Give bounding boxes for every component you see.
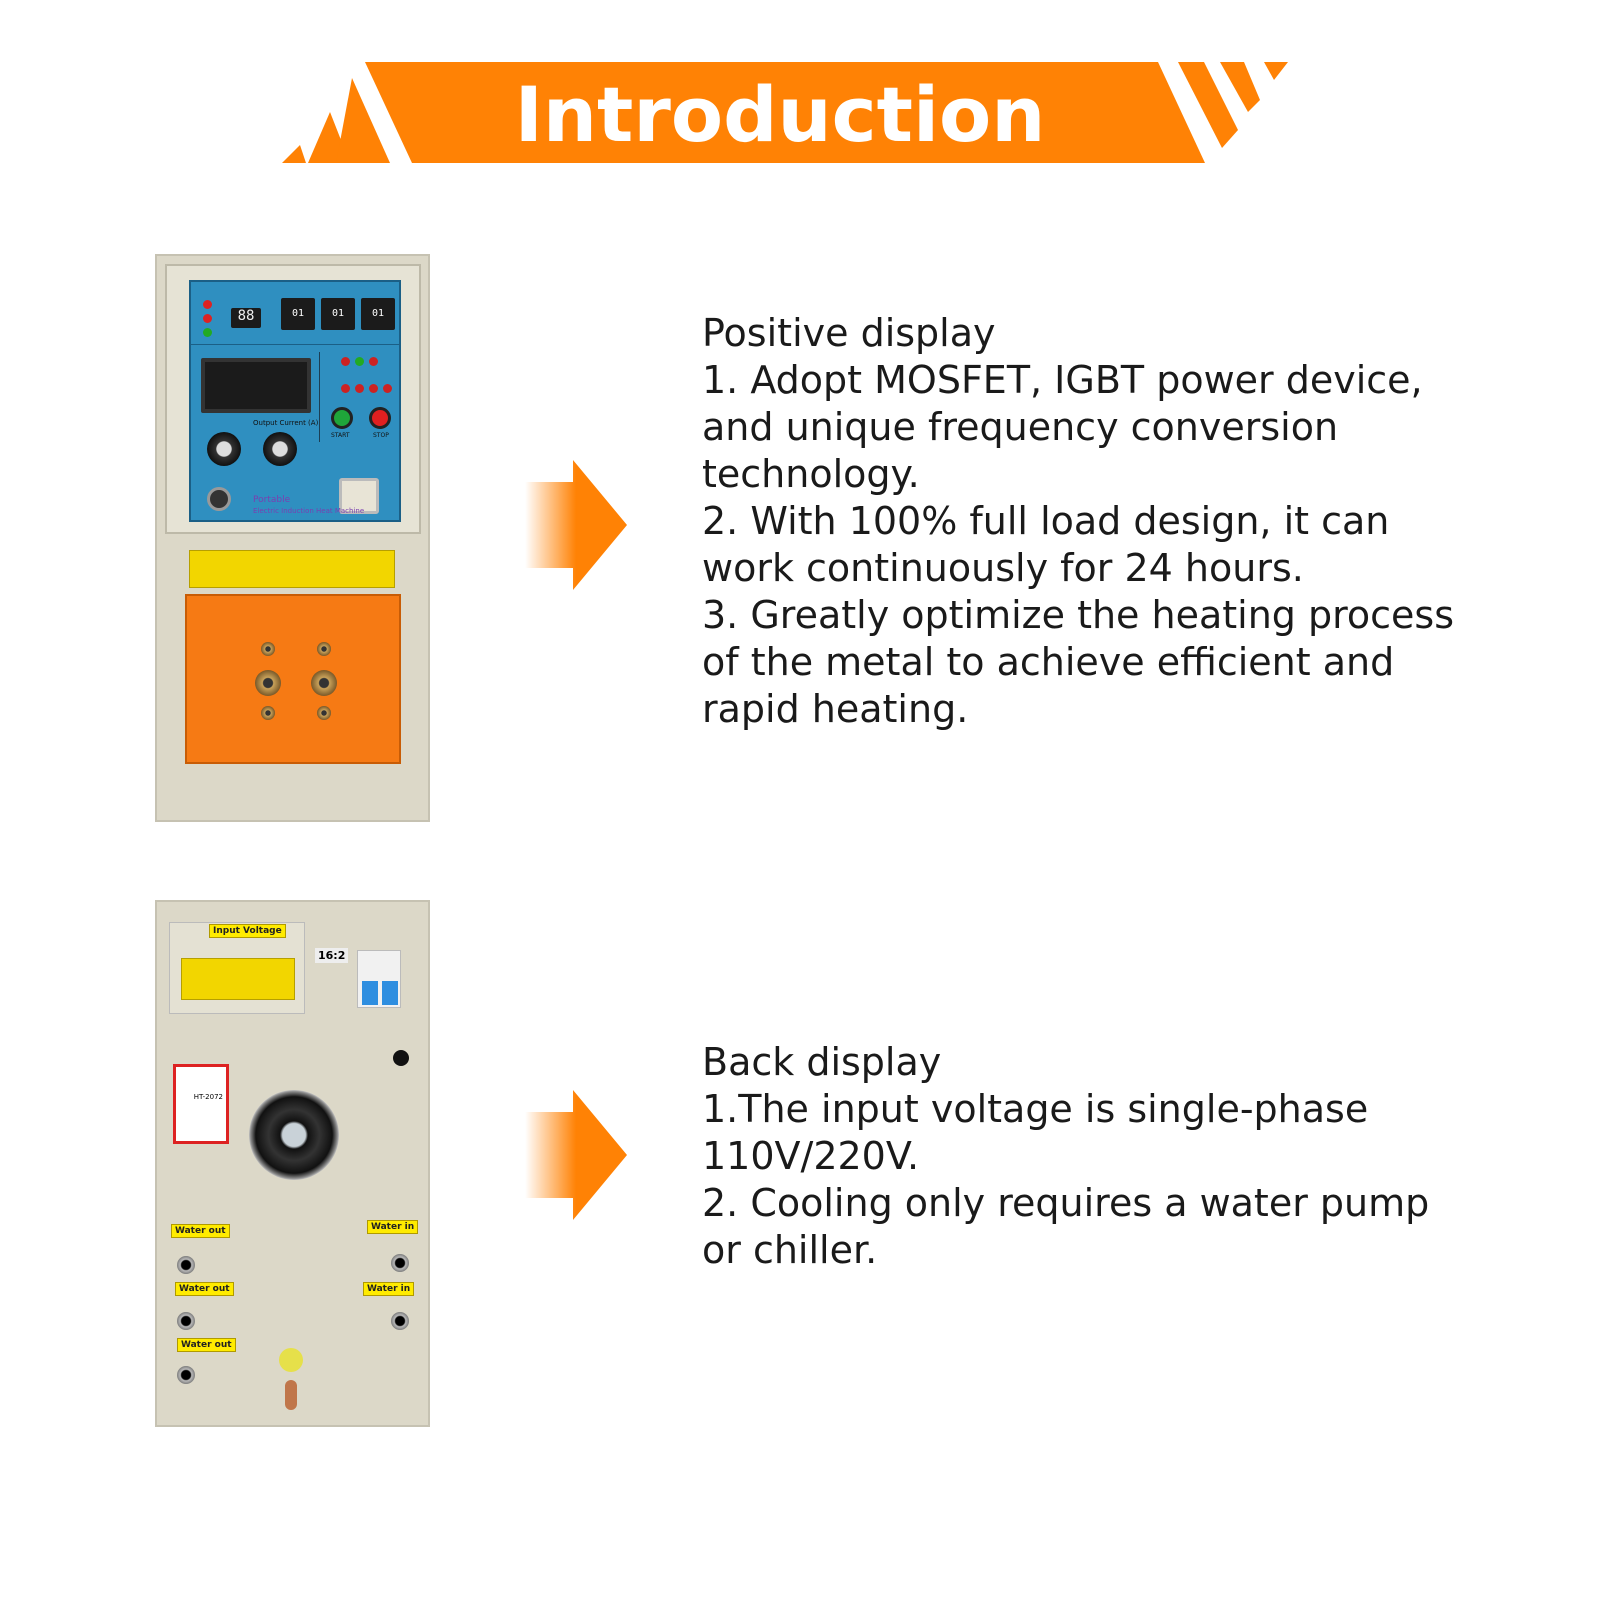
ground-terminal: [285, 1380, 297, 1410]
front-line: work continuously for 24 hours.: [702, 546, 1304, 590]
heat-power-knob: [207, 432, 241, 466]
cooling-fan: [249, 1090, 339, 1180]
stop-button: [369, 407, 391, 429]
remote-connector: [207, 487, 231, 511]
arrow-right-icon: [525, 1090, 627, 1220]
front-heading: Positive display: [702, 311, 996, 355]
front-line: technology.: [702, 452, 920, 496]
water-in-label: Water in: [363, 1282, 415, 1296]
output-plate: [185, 594, 401, 764]
retain-power-knob: [263, 432, 297, 466]
power-switch: [339, 478, 379, 514]
heating-time-dial: 01: [281, 298, 315, 330]
machine-name-label: Electric Induction Heat Machine: [253, 507, 365, 515]
model-number: HT-2072: [193, 1093, 223, 1101]
back-description: Back display 1.The input voltage is sing…: [702, 1039, 1562, 1274]
control-panel-frame: 88 01 01 01 Output Current (A) START STO…: [165, 264, 421, 534]
front-line: rapid heating.: [702, 687, 969, 731]
intro-banner: Introduction: [0, 0, 1600, 200]
water-out-label: Water out: [177, 1338, 236, 1352]
back-line: 1.The input voltage is single-phase: [702, 1087, 1369, 1131]
start-label: START: [331, 432, 350, 439]
stop-label: STOP: [373, 432, 389, 439]
time-display: 88: [231, 308, 261, 328]
ground-icon: [279, 1348, 303, 1372]
front-machine-photo: 88 01 01 01 Output Current (A) START STO…: [155, 254, 430, 822]
front-description: Positive display 1. Adopt MOSFET, IGBT p…: [702, 310, 1562, 733]
back-line: or chiller.: [702, 1228, 878, 1272]
front-line: 3. Greatly optimize the heating process: [702, 593, 1455, 637]
front-line: and unique frequency conversion: [702, 405, 1339, 449]
input-voltage-label: Input Voltage: [209, 924, 286, 938]
retaining-time-dial: 01: [321, 298, 355, 330]
back-heading: Back display: [702, 1040, 942, 1084]
output-current-label: Output Current (A): [253, 419, 319, 427]
warning-label: [189, 550, 395, 588]
back-line: 2. Cooling only requires a water pump: [702, 1181, 1430, 1225]
fuse-holder: [393, 1050, 409, 1066]
portable-label: Portable: [253, 495, 291, 505]
cooling-time-dial: 01: [361, 298, 395, 330]
special-considerations-label: [181, 958, 295, 1000]
water-in-label: Water in: [367, 1220, 419, 1234]
water-out-label: Water out: [175, 1282, 234, 1296]
control-panel: 88 01 01 01 Output Current (A) START STO…: [189, 280, 401, 522]
banner-title: Introduction: [514, 70, 1046, 159]
back-machine-photo: Input Voltage 16:2 HT-2072 Water out Wat…: [155, 900, 430, 1427]
model-tag: 16:2: [315, 948, 349, 963]
arrow-right-icon: [525, 460, 627, 590]
front-line: 1. Adopt MOSFET, IGBT power device,: [702, 358, 1423, 402]
back-line: 110V/220V.: [702, 1134, 920, 1178]
front-line: 2. With 100% full load design, it can: [702, 499, 1390, 543]
water-out-label: Water out: [171, 1224, 230, 1238]
banner-shape: [282, 62, 1288, 163]
circuit-breaker: [357, 950, 401, 1008]
front-line: of the metal to achieve efficient and: [702, 640, 1395, 684]
certificate-label: HT-2072: [173, 1064, 229, 1144]
start-button: [331, 407, 353, 429]
current-meter: [201, 358, 311, 413]
